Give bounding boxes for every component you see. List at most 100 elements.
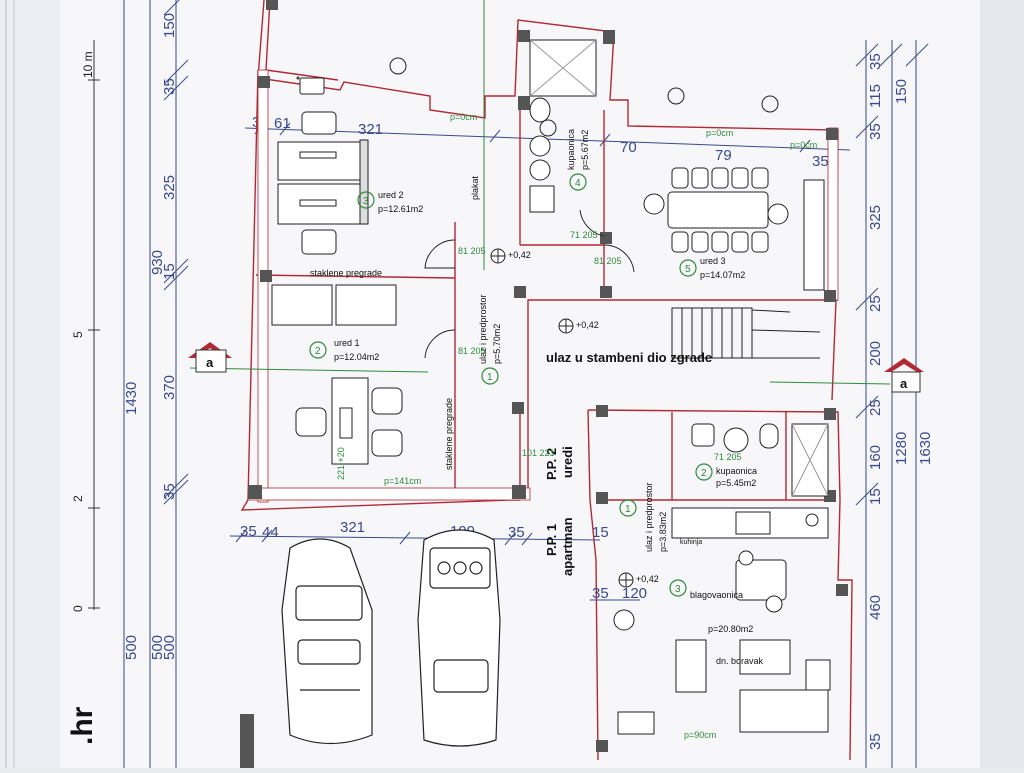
dim-right-460: 460: [867, 595, 884, 620]
svg-text:kupaonica: kupaonica: [716, 466, 757, 476]
dim-apartment-35: 35: [592, 585, 609, 602]
car-2: [417, 529, 501, 747]
svg-text:p=20.80m2: p=20.80m2: [708, 624, 753, 634]
svg-text:1: 1: [625, 504, 631, 515]
svg-text:kupaonica: kupaonica: [566, 129, 576, 170]
ured1-furniture: [271, 284, 403, 465]
dim-top-321: 321: [358, 121, 383, 138]
svg-text:+0,42: +0,42: [508, 250, 531, 260]
dim-top-79: 79: [715, 147, 732, 164]
apartment-furniture: [613, 507, 831, 735]
partition-label-2: staklene pregrade: [444, 398, 454, 470]
svg-text:+0,42: +0,42: [636, 574, 659, 584]
kitchen-label: kuhinja: [680, 539, 702, 546]
dim-right-115: 115: [867, 84, 884, 108]
scale-0: 0: [71, 605, 85, 612]
section-marker-right: a: [884, 358, 924, 393]
dim-right-35c: 35: [867, 733, 884, 750]
scale-10m: 10 m: [81, 51, 95, 78]
svg-text:ulaz i predprostor: ulaz i predprostor: [478, 294, 488, 364]
door-tag-4: 71 205: [570, 230, 598, 240]
floor-pp2-use: uredi: [560, 446, 575, 478]
room-label-blagovaonica: 3 blagovaonica p=20.80m2 dn. boravak: [669, 579, 764, 666]
floor-pp2: P.P. 2: [544, 448, 559, 480]
ured3-conference-table: [643, 167, 825, 291]
dim-left-15: 15: [161, 263, 178, 280]
scale-2: 2: [71, 495, 85, 502]
dim-left-370: 370: [161, 375, 178, 400]
room-label-ulaz-uredi: 1 ulaz i predprostor p=5.70m2: [478, 294, 502, 385]
room-label-ulaz-apartman: 1 ulaz i predprostor p=3.83m2: [619, 482, 668, 552]
opening-1: p=0cm: [450, 112, 477, 122]
dim-garage-35b: 35: [508, 524, 525, 541]
opening-2: p=0cm: [706, 128, 733, 138]
wardrobe-label: plakat: [470, 175, 480, 200]
floor-pp1: P.P. 1: [544, 524, 559, 556]
dim-right-35b: 35: [867, 123, 884, 140]
dim-right-200: 200: [867, 341, 884, 366]
dim-right-15: 15: [867, 488, 884, 505]
dim-right-1630: 1630: [917, 432, 934, 465]
svg-text:p=14.07m2: p=14.07m2: [700, 270, 745, 280]
svg-text:ured 2: ured 2: [378, 190, 404, 200]
scale-bar: 10 m 5 2 0: [71, 40, 100, 612]
dim-garage-44: 44: [262, 524, 279, 541]
dim-left-325: 325: [161, 175, 178, 200]
door-tag-6: 71 205: [714, 452, 742, 462]
left-dimension-chain: [123, 0, 189, 768]
scale-5: 5: [71, 331, 85, 338]
svg-text:p=12.61m2: p=12.61m2: [378, 204, 423, 214]
section-label-left: a: [206, 355, 214, 370]
right-dimension-chain: [855, 40, 929, 768]
svg-text:p=5.70m2: p=5.70m2: [492, 324, 502, 364]
entrance-label: ulaz u stambeni dio zgrade: [546, 350, 712, 365]
axis-lines: [189, 0, 891, 385]
floor-pp1-use: apartman: [560, 517, 575, 576]
section-label-right: a: [900, 376, 908, 391]
section-marker-left: a: [188, 342, 232, 373]
room-label-ured2: 3 ured 2 p=12.61m2: [357, 190, 423, 214]
opening-5: p=0cm: [790, 140, 817, 150]
dim-right-25a: 25: [867, 295, 884, 312]
svg-text:dn. boravak: dn. boravak: [716, 656, 764, 666]
building-walls: [240, 0, 853, 761]
svg-text:p=12.04m2: p=12.04m2: [334, 352, 379, 362]
door-swings: [424, 209, 635, 359]
svg-text:5: 5: [685, 264, 691, 275]
svg-text:3: 3: [363, 196, 369, 207]
car-1: [281, 538, 373, 745]
dim-left-35a: 35: [161, 78, 178, 95]
dim-left-500b: 500: [149, 635, 166, 660]
door-tag-7: 221 +20: [336, 447, 346, 480]
level-marker-2: +0,42: [558, 318, 599, 334]
svg-text:ured 3: ured 3: [700, 256, 726, 266]
dim-top-35b: 35: [812, 153, 829, 170]
dim-garage-321: 321: [340, 519, 365, 536]
dim-right-325: 325: [867, 205, 884, 230]
opening-3: p=141cm: [384, 476, 421, 486]
bathroom-fixtures: [529, 39, 829, 497]
dim-right-25b: 25: [867, 399, 884, 416]
dim-top-61: 61: [274, 115, 291, 132]
dim-right-160: 160: [867, 445, 884, 470]
room-label-kupaonica-4: 4 kupaonica p=5.67m2: [566, 129, 590, 191]
svg-text:p=5.45m2: p=5.45m2: [716, 478, 756, 488]
dim-left-500a: 500: [123, 635, 140, 660]
ured2-furniture: [277, 77, 369, 255]
dim-right-1280: 1280: [893, 432, 910, 465]
wall-poche: [247, 69, 839, 503]
level-marker-3: +0,42: [618, 572, 659, 588]
columns: [240, 0, 848, 768]
stairs: [671, 307, 821, 359]
dim-top-70: 70: [620, 139, 637, 156]
dim-left-930: 930: [149, 250, 166, 275]
room-label-ured1: 2 ured 1 p=12.04m2: [309, 338, 379, 362]
room-label-ured3: 5 ured 3 p=14.07m2: [679, 256, 745, 280]
dim-left-150: 150: [161, 13, 178, 38]
dim-garage-35: 35: [240, 523, 257, 540]
svg-text:3: 3: [675, 584, 681, 595]
svg-text:p=3.83m2: p=3.83m2: [658, 512, 668, 552]
door-tag-3: 81 205: [594, 256, 622, 266]
